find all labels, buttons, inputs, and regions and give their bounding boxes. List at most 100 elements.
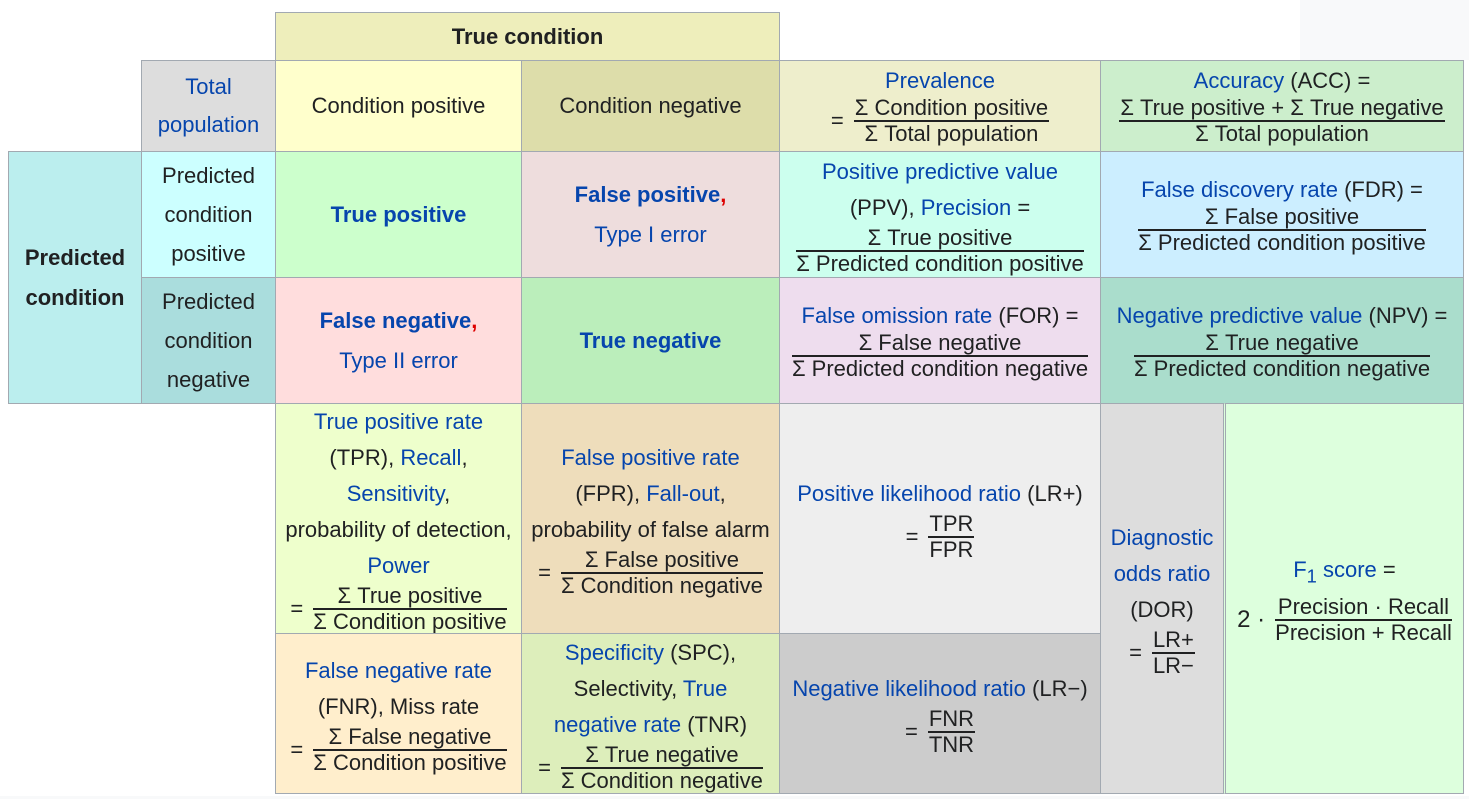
accuracy-link[interactable]: Accuracy [1193,68,1285,93]
ppv-link[interactable]: Positive predictive value [821,158,1058,184]
recall-link[interactable]: Recall [400,444,462,470]
false-positive-link[interactable]: False positive [574,181,721,207]
total-population-cell: Total population [141,60,276,152]
eq-text: = [290,595,304,621]
f1-sub-text: 1 [1306,565,1317,587]
lrp-abbr-text: (LR+) [1021,480,1083,506]
type-ii-error-link[interactable]: Type II error [339,347,458,373]
f1-link[interactable]: F1 score [1293,557,1377,586]
header-total-text: Total [185,74,232,99]
tpr-c1-text: , [461,444,468,470]
fpr-link[interactable]: False positive rate [561,444,740,470]
header-pcn-0-text: Predicted [162,289,255,314]
npv-den-text: Σ Predicted condition negative [1133,355,1431,381]
false-negative-link[interactable]: False negative [319,307,472,333]
true-positive-cell: True positive [275,151,522,278]
fnr-link[interactable]: False negative rate [304,657,493,683]
power-link[interactable]: Power [367,552,430,578]
npv-link[interactable]: Negative predictive value [1116,302,1363,328]
f1-score-text: score [1316,557,1377,583]
lrn-den-text: TNR [928,731,975,757]
lr-plus-link[interactable]: Positive likelihood ratio [797,480,1022,506]
predicted-condition-negative-header: Predicted condition negative [141,277,276,404]
fpr-cell: False positive rate (FPR), Fall-out, pro… [521,403,780,634]
tnr-link-1[interactable]: True [682,675,728,701]
spc-abbr-text: (SPC), [663,639,737,665]
false-negative-cell: False negative,Type II error [275,277,522,404]
ppv-tail-text: = [1011,194,1031,220]
fpr-abbr-text: (FPR), [575,480,647,506]
header-pcp-0-text: Predicted [162,163,255,188]
condition-negative-label: Condition negative [559,93,742,118]
lr-minus-link[interactable]: Negative likelihood ratio [792,675,1026,701]
spc-den-text: Σ Condition negative [560,767,763,793]
lrn-abbr-text: (LR−) [1025,675,1088,701]
page-margin-bottom [0,796,1469,799]
eq-text: = [538,754,551,780]
fpr-num-text: Σ False positive [560,547,763,574]
accuracy-den-text: Σ Total population [1195,121,1369,146]
fnr-den-text: Σ Condition positive [313,749,507,775]
spc-tnr-text: (TNR) [681,711,748,737]
specificity-link[interactable]: Specificity [564,639,664,665]
tpr-abbr-text: (TPR), [329,444,401,470]
fnr-num-text: Σ False negative [313,724,507,751]
eq-text: = [904,718,918,744]
spc-sel-text: Selectivity, [573,675,683,701]
type-i-error-link[interactable]: Type I error [594,221,707,247]
false-positive-cell: False positive, Type I error [521,151,780,278]
true-positive-link[interactable]: True positive [330,201,467,227]
header-predicted-text: Predicted [24,244,126,270]
specificity-cell: Specificity (SPC), Selectivity, True neg… [521,633,780,794]
for-abbr-text: (FOR) = [992,302,1079,328]
precision-link[interactable]: Precision [920,194,1012,220]
header-pcp-2-text: positive [171,241,246,266]
fdr-cell: False discovery rate (FDR) = Σ False pos… [1100,151,1464,278]
sensitivity-link[interactable]: Sensitivity [346,480,445,506]
accuracy-num-text: Σ True positive + Σ True negative [1119,95,1445,122]
header-population-text: population [157,112,260,137]
tpr-num-text: Σ True positive [313,583,507,610]
lrp-num-text: TPR [928,510,975,538]
header-pcn-1-text: condition [164,328,253,353]
fdr-link[interactable]: False discovery rate [1141,176,1338,202]
spc-num-text: Σ True negative [560,742,763,769]
for-num-text: Σ False negative [791,330,1089,357]
total-population-link[interactable]: Total population [158,68,260,144]
tpr-cell: True positive rate (TPR), Recall, Sensit… [275,403,522,634]
equals: = [830,108,844,133]
f1-num-text: Precision · Recall [1275,594,1452,621]
lrp-den-text: FPR [929,536,974,562]
tpr-pod-text: probability of detection, [285,516,512,542]
ppv-den-text: Σ Predicted condition positive [796,250,1084,276]
tnr-link-2[interactable]: negative rate [553,711,682,737]
dor-fraction: LR+LR− [1151,627,1195,678]
eq-text: = [905,523,919,549]
true-negative-link[interactable]: True negative [579,327,722,353]
tpr-link[interactable]: True positive rate [313,408,484,434]
dor-den-text: LR− [1152,652,1194,678]
prevalence-link[interactable]: Prevalence [884,68,996,93]
accuracy-abbr-text: (ACC) = [1284,68,1371,93]
for-link[interactable]: False omission rate [801,302,993,328]
fpr-den-text: Σ Condition negative [560,572,763,598]
fp-comma-text: , [720,181,727,207]
f1-den-text: Precision + Recall [1275,619,1452,645]
header-pcn-2-text: negative [166,367,251,392]
fall-out-link[interactable]: Fall-out [646,480,720,506]
